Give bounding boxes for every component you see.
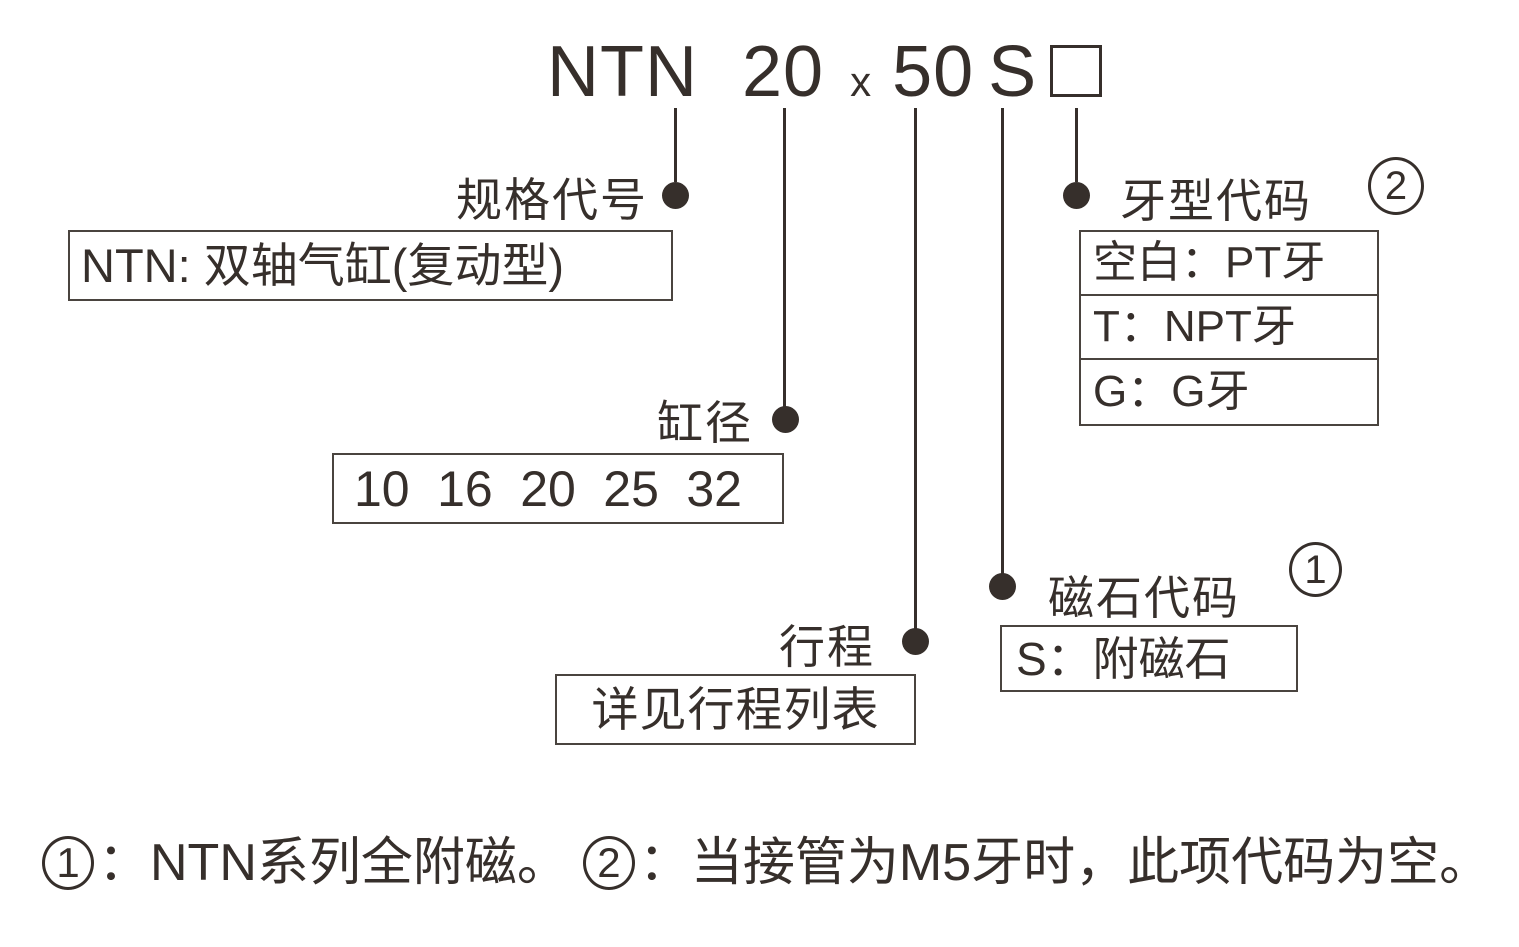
connector-dot-spec — [662, 182, 689, 209]
connector-line-spec — [674, 108, 677, 182]
connector-line-thread — [1075, 108, 1078, 182]
bore-options-box: 10 16 20 25 32 — [332, 453, 784, 524]
model-code-separator: x — [850, 58, 873, 105]
model-code-bore: 20 — [741, 32, 825, 112]
bore-option: 32 — [686, 460, 742, 517]
footnote-2-text: ：当接管为M5牙时，此项代码为空。 — [638, 834, 1492, 892]
bore-option: 16 — [437, 460, 493, 517]
model-code: NTN 20 x 50 S — [547, 36, 1037, 108]
thread-code-label: 牙型代码 — [1120, 175, 1312, 227]
stroke-description-box: 详见行程列表 — [555, 674, 916, 745]
stroke-label: 行程 — [779, 621, 875, 673]
bore-option: 20 — [520, 460, 576, 517]
connector-line-bore — [783, 108, 786, 407]
thread-option-row: 空白：PT牙 — [1081, 232, 1377, 296]
thread-code-placeholder-box — [1050, 45, 1102, 97]
footnote-ref-2-badge: 2 — [1368, 157, 1424, 215]
magnet-code-label: 磁石代码 — [1048, 572, 1240, 624]
magnet-description-box: S：附磁石 — [1000, 625, 1298, 692]
connector-dot-bore — [772, 406, 799, 433]
footnote-2-marker: 2 — [582, 836, 635, 890]
footnote-1-text: ：NTN系列全附磁。 — [98, 834, 569, 892]
bore-option: 10 — [354, 460, 410, 517]
thread-option-row: G：G牙 — [1093, 367, 1250, 416]
model-code-stroke: 50 — [892, 32, 975, 112]
footnotes: 1 ：NTN系列全附磁。 2 ：当接管为M5牙时，此项代码为空。 — [42, 836, 1491, 890]
connector-line-stroke — [914, 108, 917, 629]
connector-dot-thread — [1063, 182, 1090, 209]
connector-line-magnet — [1001, 108, 1004, 574]
connector-dot-magnet — [989, 573, 1016, 600]
spec-code-label: 规格代号 — [456, 174, 648, 226]
thread-options-table: 空白：PT牙 T：NPT牙 G：G牙 — [1079, 230, 1379, 426]
bore-option: 25 — [603, 460, 659, 517]
model-code-magnet: S — [988, 32, 1038, 112]
thread-option-row: T：NPT牙 — [1081, 296, 1377, 360]
footnote-1-marker: 1 — [42, 836, 94, 890]
model-code-series: NTN — [547, 32, 698, 112]
bore-label: 缸径 — [657, 397, 753, 449]
connector-dot-stroke — [902, 628, 929, 655]
spec-description-box: NTN: 双轴气缸(复动型) — [68, 230, 673, 301]
footnote-ref-1-badge: 1 — [1289, 542, 1342, 597]
